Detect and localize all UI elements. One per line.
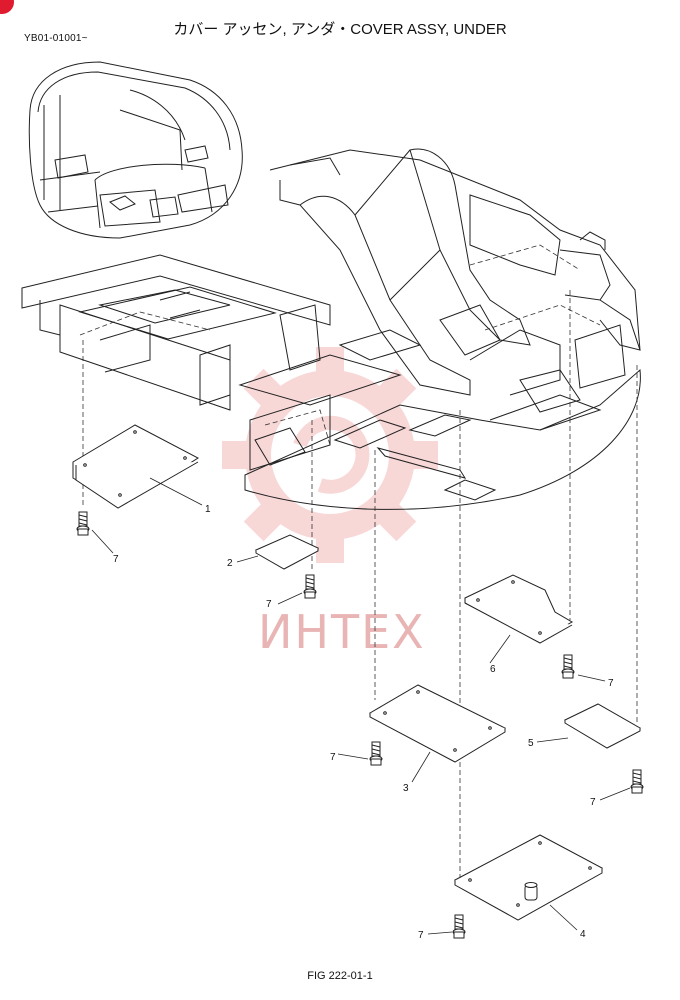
callout-7-a: 7 bbox=[113, 554, 119, 565]
callout-7-c: 7 bbox=[608, 678, 614, 689]
bolt-icons bbox=[76, 511, 644, 939]
figure-label: FIG 222-01-1 bbox=[307, 970, 373, 982]
cab-overview-drawing bbox=[28, 61, 243, 239]
callout-1: 1 bbox=[205, 504, 211, 515]
page-title: カバー アッセン, アンダ・COVER ASSY, UNDER bbox=[173, 21, 507, 38]
callout-6: 6 bbox=[490, 664, 496, 675]
document-code: YB01-01001~ bbox=[24, 33, 88, 44]
callout-7-e: 7 bbox=[590, 797, 596, 808]
part-6-cover-plate bbox=[464, 574, 574, 644]
callout-7-d: 7 bbox=[330, 752, 336, 763]
watermark-text: ИНТЕХ bbox=[258, 605, 426, 659]
part-3-cover-plate bbox=[368, 684, 507, 763]
leader-lines bbox=[91, 477, 631, 935]
part-4-cover-plate bbox=[453, 834, 604, 921]
main-frame-drawing bbox=[21, 148, 641, 510]
callout-7-f: 7 bbox=[418, 930, 424, 941]
callout-2: 2 bbox=[227, 558, 233, 569]
callout-4: 4 bbox=[580, 929, 586, 940]
alignment-lines bbox=[79, 244, 638, 880]
part-1-cover-plate bbox=[72, 424, 199, 509]
part-2-cover-plate bbox=[254, 534, 320, 570]
callout-7-b: 7 bbox=[266, 599, 272, 610]
callout-3: 3 bbox=[403, 783, 409, 794]
watermark-gear-logo bbox=[222, 347, 438, 563]
part-5-cover-plate bbox=[563, 703, 642, 749]
callout-5: 5 bbox=[528, 738, 534, 749]
